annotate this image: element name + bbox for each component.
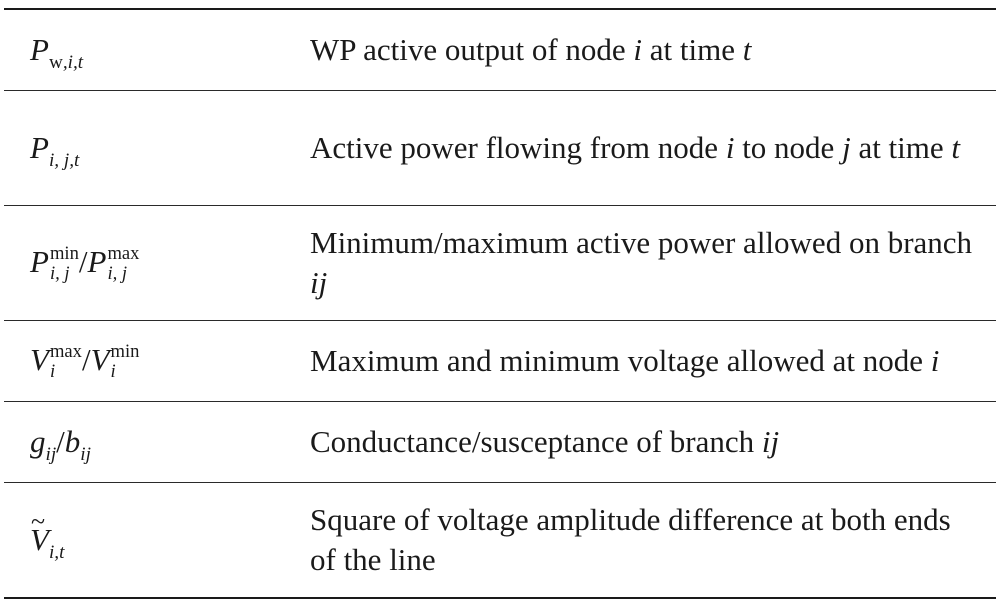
description-cell: Maximum and minimum voltage allowed at n… — [290, 321, 996, 402]
desc-text: WP active output of node — [310, 32, 634, 67]
symbol-sub: i,t — [48, 542, 65, 564]
symbol-base: V — [90, 341, 110, 377]
symbol-sup: min — [49, 243, 79, 265]
symbol-sub: i, j — [49, 262, 70, 284]
symbol-separator: / — [81, 341, 91, 377]
symbol-sub: i — [49, 360, 56, 382]
symbol-sub: i, j,t — [48, 150, 80, 172]
table-row: gij/bij Conductance/susceptance of branc… — [4, 401, 996, 483]
desc-var: t — [742, 32, 752, 67]
symbol-sub: ij — [45, 444, 57, 466]
desc-text: to node — [734, 130, 843, 165]
description-cell: Minimum/maximum active power allowed on … — [290, 206, 996, 321]
symbol-base: V — [30, 522, 49, 557]
desc-text: Conductance/susceptance of branch — [310, 424, 762, 459]
symbol-cell: Pw,i,t — [4, 9, 290, 91]
symbol-tilde-group: ~V — [30, 507, 49, 560]
table-row: Pw,i,t WP active output of node i at tim… — [4, 9, 996, 91]
symbol-sub: ij — [80, 444, 91, 466]
symbol-sub: i, j — [107, 262, 128, 284]
desc-text: Minimum/maximum active power allowed on … — [310, 225, 973, 260]
description-cell: WP active output of node i at time t — [290, 9, 996, 91]
symbol-base: b — [64, 424, 81, 459]
desc-var: i — [930, 343, 940, 378]
desc-text: at time — [642, 32, 743, 67]
symbol-cell: ~Vi,t — [4, 483, 290, 599]
desc-text: Active power flowing from node — [310, 130, 726, 165]
symbol-sub: ,i,t — [62, 52, 84, 74]
description-cell: Active power flowing from node i to node… — [290, 91, 996, 206]
description-cell: Square of voltage amplitude difference a… — [290, 483, 996, 599]
desc-var: ij — [310, 265, 328, 300]
symbol-cell: gij/bij — [4, 402, 290, 483]
symbol-separator: / — [56, 424, 65, 459]
nomenclature-table: Pw,i,t WP active output of node i at tim… — [4, 8, 996, 599]
symbol-sup: max — [107, 243, 140, 265]
symbol-separator: / — [78, 243, 88, 279]
desc-text: Square of voltage amplitude difference a… — [310, 502, 951, 577]
symbol-cell: Pi, j,t — [4, 91, 290, 206]
symbol-base: P — [87, 243, 107, 279]
table-row: ~Vi,t Square of voltage amplitude differ… — [4, 482, 996, 599]
desc-var: i — [725, 130, 735, 165]
symbol-base: g — [30, 424, 46, 459]
desc-var: t — [951, 130, 961, 165]
desc-var: i — [633, 32, 643, 67]
desc-var: j — [842, 130, 851, 165]
desc-text: at time — [850, 130, 952, 165]
symbol-sup: min — [110, 341, 140, 363]
symbol-sub-upright: w — [48, 52, 63, 74]
symbol-base: P — [30, 130, 49, 165]
symbol-tilde: ~ — [31, 507, 46, 536]
symbol-base: P — [30, 32, 49, 67]
desc-text: Maximum and minimum voltage allowed at n… — [310, 343, 931, 378]
symbol-base: P — [30, 243, 49, 279]
symbol-base: V — [30, 341, 49, 377]
table-row: Pi, j,t Active power flowing from node i… — [4, 90, 996, 206]
desc-var: ij — [761, 424, 780, 459]
description-cell: Conductance/susceptance of branch ij — [290, 402, 996, 483]
symbol-sub: i — [110, 360, 116, 382]
symbol-sup: max — [49, 341, 82, 363]
